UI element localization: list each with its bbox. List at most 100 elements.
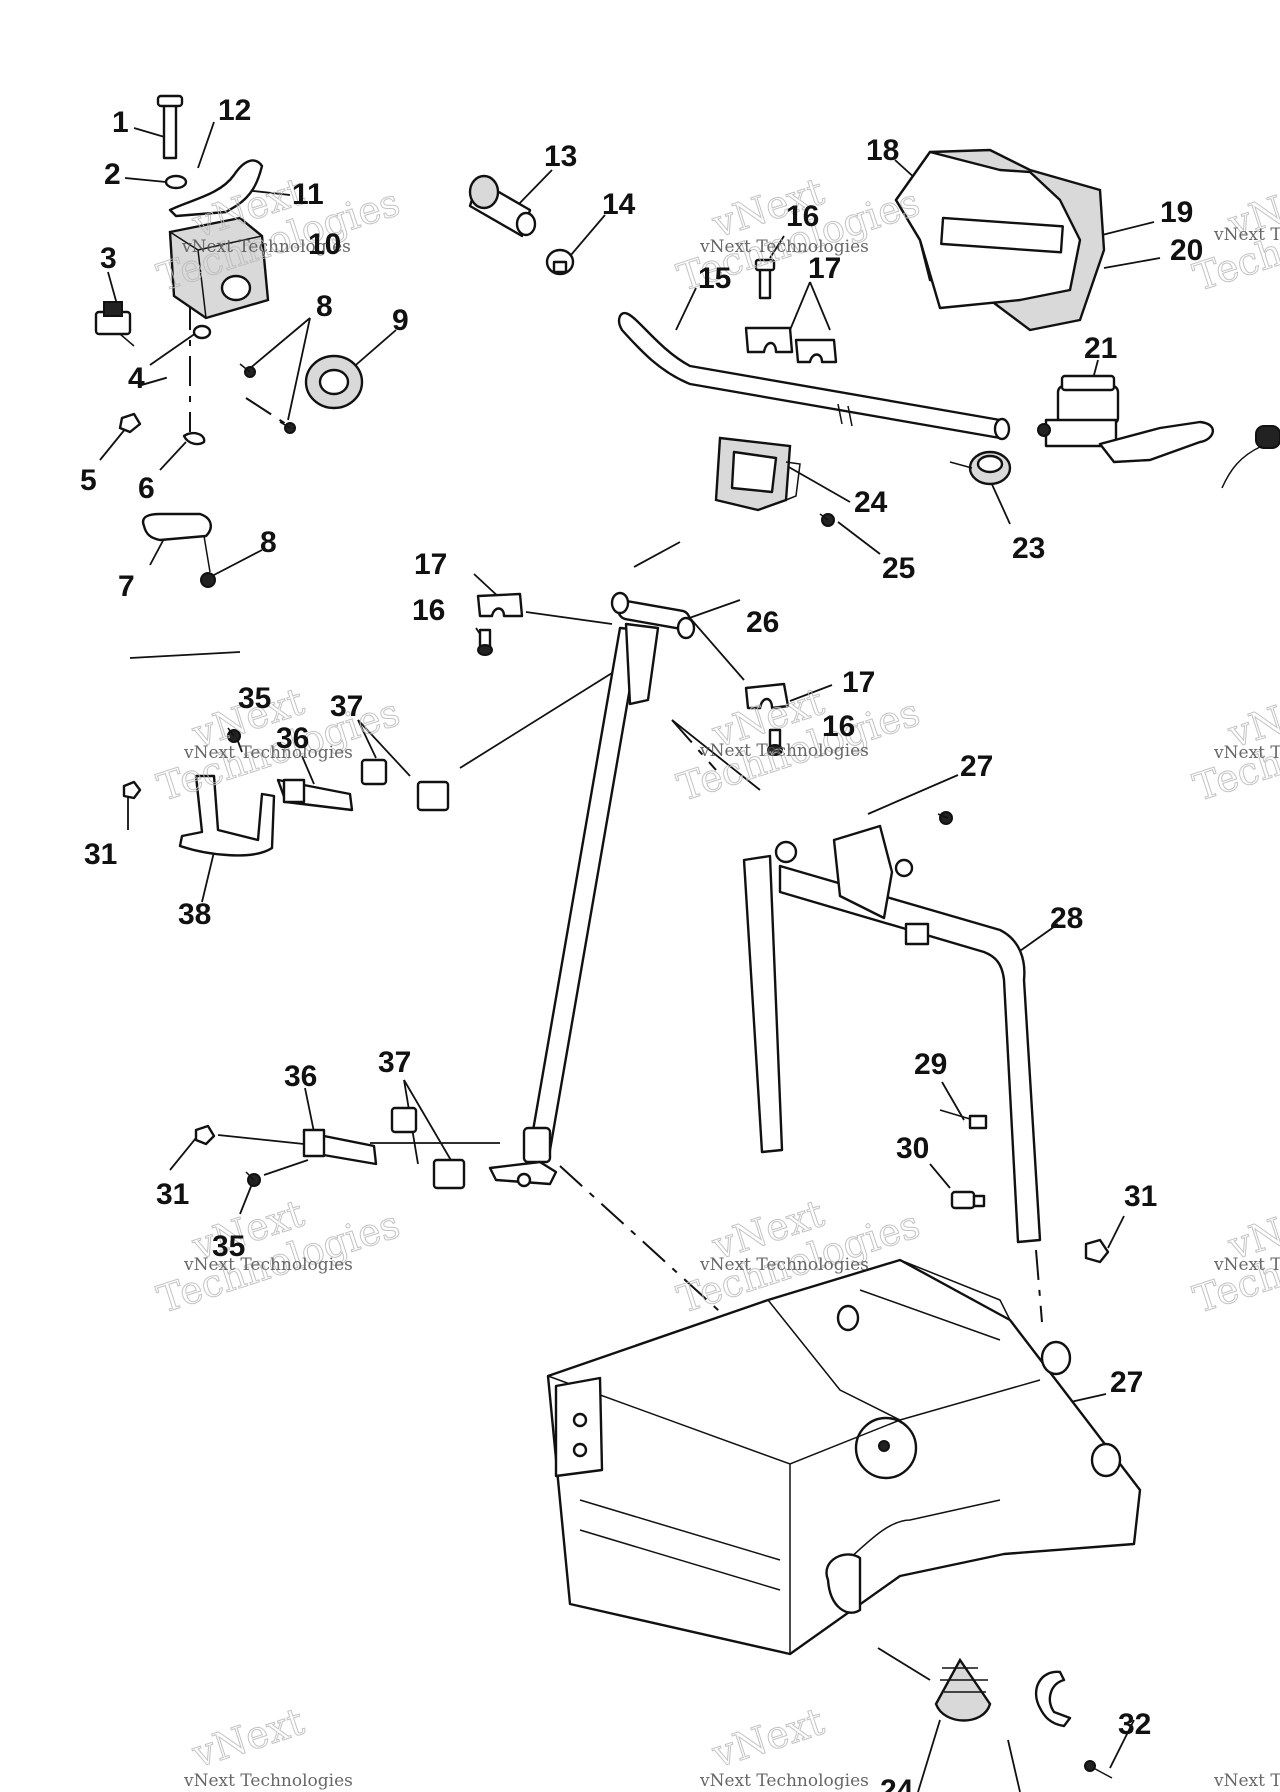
callout-30: 30	[896, 1132, 929, 1165]
callout-14: 14	[602, 188, 636, 221]
callout-21: 21	[1084, 332, 1117, 365]
screw-icon	[937, 811, 953, 825]
screw-icon	[819, 513, 835, 527]
callout-4: 4	[128, 362, 145, 395]
callout-5: 5	[80, 464, 97, 497]
washer-icon	[192, 324, 212, 340]
callout-27-top: 27	[960, 750, 993, 783]
callout-28: 28	[1050, 902, 1083, 935]
kill-switch-icon	[94, 301, 135, 347]
clamp-icon	[744, 326, 794, 354]
steering-support-lower	[194, 1106, 466, 1190]
callout-26: 26	[746, 606, 779, 639]
callout-18: 18	[866, 134, 899, 167]
callout-37-lower: 37	[378, 1046, 411, 1079]
watermark-small: vNext Technologies	[183, 743, 353, 763]
throttle-housing-group	[94, 94, 364, 588]
watermark-small: vNext Technologies	[183, 1255, 353, 1275]
callout-numbers: 1 12 2 11 3 10 8 9 4 5 6 8 7 13 14 16 17…	[80, 94, 1203, 1792]
callout-23: 23	[1012, 532, 1045, 565]
end-plug-icon	[545, 248, 575, 276]
watermark-small: vNext Technologies	[699, 1771, 869, 1791]
callout-3: 3	[100, 242, 117, 275]
steering-support-hoop	[742, 811, 1110, 1264]
bolt-icon	[156, 94, 184, 160]
callout-1: 1	[112, 106, 129, 139]
callout-29: 29	[914, 1048, 947, 1081]
clamp-icon	[476, 592, 524, 618]
handlebar-block-icon	[714, 436, 801, 512]
screw-icon	[1084, 1760, 1113, 1779]
brake-master-cylinder-icon	[1037, 374, 1280, 489]
chassis-frame	[546, 1258, 1142, 1656]
steering-bracket-icon	[178, 774, 276, 857]
callout-37-upper: 37	[330, 690, 363, 723]
callout-17-right: 17	[842, 666, 875, 699]
throttle-lever-icon	[168, 159, 264, 218]
callout-25: 25	[882, 552, 915, 585]
callout-38: 38	[178, 898, 211, 931]
callout-31-upper: 31	[84, 838, 117, 871]
watermark-small: vNext Technologies	[181, 237, 351, 257]
nut-icon	[118, 412, 142, 434]
callout-2: 2	[104, 158, 121, 191]
bushing-icon	[416, 780, 450, 812]
callout-32: 32	[1118, 1708, 1151, 1741]
handlebar-icon	[617, 311, 1010, 440]
callout-10: 10	[308, 228, 341, 261]
callout-36-upper: 36	[276, 722, 309, 755]
callout-16-right: 16	[822, 710, 855, 743]
handlebar-pad-icon	[894, 148, 1106, 332]
steering-post-lower-icon	[488, 1126, 558, 1188]
callout-16-left: 16	[412, 594, 445, 627]
callout-17-left: 17	[414, 548, 447, 581]
clamp-icon	[1034, 1670, 1072, 1728]
watermark-small: vNext Technologies	[699, 741, 869, 761]
bolt-icon	[950, 1190, 986, 1210]
clip-icon	[182, 431, 206, 446]
watermark-small: vNext Technologies	[699, 1255, 869, 1275]
bushing-icon	[360, 758, 388, 786]
washer-icon	[164, 174, 188, 190]
callout-35-lower: 35	[212, 1230, 245, 1263]
screw-icon	[227, 727, 241, 743]
handlebar-group	[468, 148, 1280, 527]
handlebar-end-icon	[993, 417, 1011, 441]
screw-icon	[239, 363, 256, 378]
clamp-icon	[744, 682, 790, 710]
cover-plate-icon	[141, 512, 212, 542]
steering-post-group	[476, 591, 790, 1188]
callout-7: 7	[118, 570, 135, 603]
watermark-small: vNext Technologies	[1213, 1771, 1280, 1791]
nut-icon	[194, 1124, 216, 1146]
callout-19: 19	[1160, 196, 1193, 229]
steering-support-upper	[122, 727, 450, 857]
bottom-parts	[934, 1657, 1113, 1779]
housing-bore-icon	[220, 274, 252, 302]
steering-post-icon	[528, 626, 642, 1152]
watermark-line1: vNext	[706, 1699, 829, 1776]
screw-icon	[878, 1440, 890, 1452]
callout-20: 20	[1170, 234, 1203, 267]
callout-36-lower: 36	[284, 1060, 317, 1093]
screw-icon	[200, 535, 216, 588]
bolt-icon	[939, 1109, 988, 1130]
callout-24-bottom: 24	[880, 1774, 914, 1792]
screw-icon	[279, 421, 296, 434]
callout-17-top: 17	[808, 252, 841, 285]
bolt-icon	[754, 258, 776, 300]
callout-8-upper: 8	[316, 290, 333, 323]
watermark-small: vNext Technologies	[183, 1771, 353, 1791]
callout-6: 6	[138, 472, 155, 505]
callout-24-top: 24	[854, 486, 888, 519]
boot-icon	[934, 1657, 992, 1722]
callout-31-lower: 31	[156, 1178, 189, 1211]
bracket-icon	[302, 1128, 326, 1158]
callout-35-upper: 35	[238, 682, 271, 715]
watermark-line1: vNext	[186, 1699, 309, 1776]
watermark-small: vNext Technologies	[699, 237, 869, 257]
bolt-icon	[767, 728, 783, 756]
throttle-cover-icon	[304, 354, 364, 410]
